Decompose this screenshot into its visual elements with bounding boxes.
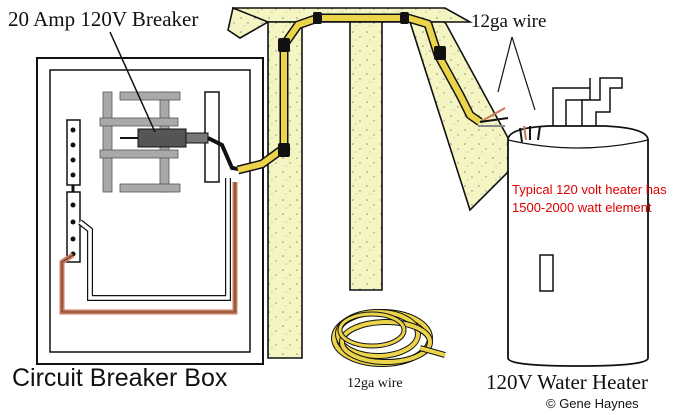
wire-coil — [331, 309, 446, 367]
breaker — [137, 128, 187, 148]
heater-note: Typical 120 volt heater has 1500-2000 wa… — [512, 182, 667, 215]
breaker-leader — [109, 31, 156, 133]
wire-coil-label: 12ga wire — [347, 376, 403, 391]
breaker-box — [36, 31, 264, 365]
neutral-bar — [66, 119, 81, 263]
water-heater-title: 120V Water Heater — [486, 370, 648, 394]
wire-label-top: 12ga wire — [471, 11, 547, 32]
copyright-text: © Gene Haynes — [546, 396, 639, 411]
heater-tank — [507, 125, 649, 367]
left-stud — [267, 21, 303, 359]
breaker-box-title: Circuit Breaker Box — [12, 364, 228, 392]
diagonal-brace — [408, 21, 521, 212]
water-heater — [507, 77, 649, 367]
breaker-label: 20 Amp 120V Breaker — [8, 7, 199, 31]
heater-access-panel — [539, 254, 554, 292]
cable-run — [236, 12, 536, 175]
wall-framing — [227, 6, 521, 359]
left-beam-end — [227, 6, 270, 39]
middle-stud — [349, 21, 383, 291]
cable-staples — [278, 12, 446, 157]
